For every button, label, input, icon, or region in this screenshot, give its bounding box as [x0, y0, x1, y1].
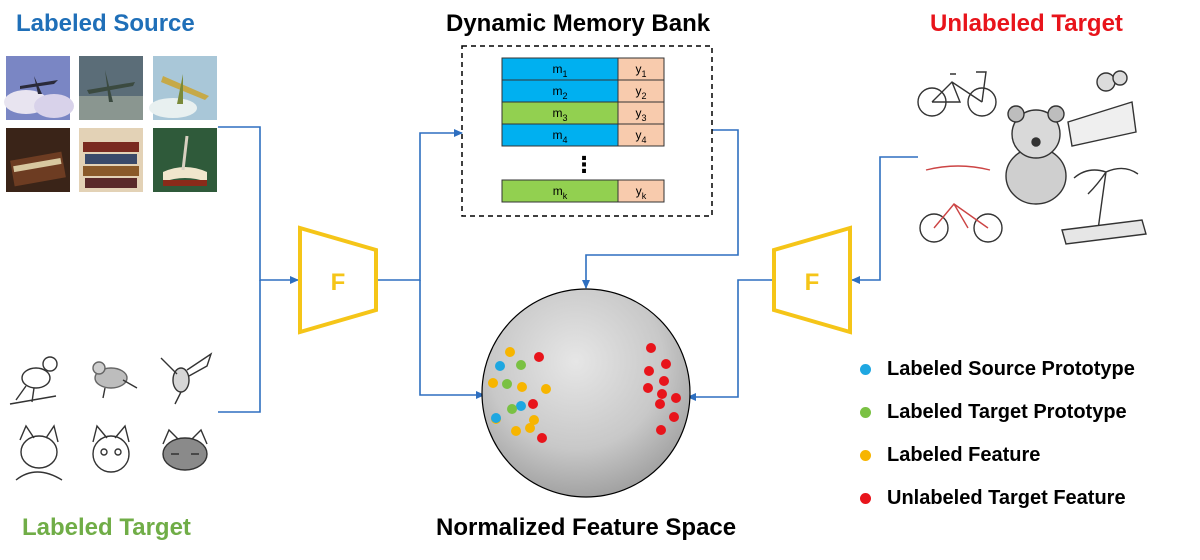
feature-point-unlabeled-target-feature	[657, 389, 667, 399]
encoder-right-label: F	[805, 269, 820, 296]
encoder-left-label: F	[331, 269, 346, 296]
legend-dot	[860, 450, 871, 461]
teddy-bear-sketch	[1005, 105, 1067, 205]
feature-point-labeled-feature	[511, 426, 521, 436]
memory-label-text: y1	[635, 62, 646, 79]
airplane-image-3	[149, 56, 217, 120]
memory-feature-text: m4	[552, 128, 567, 145]
feature-point-labeled-target-prototype	[507, 404, 517, 414]
bicycle-sketch-2	[919, 165, 1003, 243]
legend-dot	[860, 493, 871, 504]
bird-sketch-3	[153, 344, 217, 408]
memory-label-text: y4	[635, 128, 646, 145]
palm-tree-sketch	[1061, 167, 1147, 245]
airplane-image-2	[79, 56, 143, 120]
memory-label-text: yk	[636, 184, 647, 201]
feature-point-unlabeled-target-feature	[655, 399, 665, 409]
connector-lines	[218, 126, 918, 413]
bird-sketch-2	[79, 344, 143, 408]
legend-label: Labeled Target Prototype	[887, 401, 1127, 423]
feature-point-unlabeled-target-feature	[534, 352, 544, 362]
unlabeled-target-images	[917, 70, 1147, 245]
labeled-source-title: Labeled Source	[16, 10, 195, 37]
legend-label: Unlabeled Target Feature	[887, 487, 1126, 509]
memory-ellipsis: ⋮	[573, 153, 595, 178]
cake-sketch	[1067, 70, 1137, 147]
memory-label-text: y2	[635, 84, 646, 101]
feature-point-labeled-source-prototype	[491, 413, 501, 423]
cat-sketch-1	[6, 420, 70, 484]
legend-item: Labeled Target Prototype	[860, 391, 1135, 434]
feature-point-labeled-source-prototype	[516, 401, 526, 411]
feature-points	[488, 343, 681, 443]
bicycle-sketch	[917, 71, 997, 117]
book-image-2	[79, 128, 143, 192]
legend-item: Unlabeled Target Feature	[860, 477, 1135, 520]
bird-sketch-1	[6, 344, 70, 408]
memory-bank-title: Dynamic Memory Bank	[446, 10, 711, 37]
legend-label: Labeled Source Prototype	[887, 358, 1135, 380]
encoder-to-memory-arrow	[378, 129, 463, 281]
feature-space-sphere	[481, 288, 691, 498]
legend-dot	[860, 364, 871, 375]
memory-label-cell	[617, 179, 665, 203]
feature-point-unlabeled-target-feature	[646, 343, 656, 353]
cat-sketch-3	[153, 420, 217, 484]
memory-feature-text: m3	[552, 106, 567, 123]
encoder-to-space-arrow	[419, 280, 485, 399]
source-to-encoder-line	[218, 126, 299, 284]
encoder-right: F	[772, 225, 852, 335]
feature-space-title: Normalized Feature Space	[436, 514, 737, 541]
memory-feature-text: mk	[553, 184, 568, 201]
memory-to-space-arrow	[582, 129, 739, 289]
memory-label-text: y3	[635, 106, 646, 123]
feature-point-unlabeled-target-feature	[669, 412, 679, 422]
encoder-right-to-space-arrow	[687, 279, 772, 401]
feature-point-labeled-target-prototype	[502, 379, 512, 389]
labeled-source-images	[4, 56, 217, 192]
feature-point-labeled-feature	[525, 423, 535, 433]
feature-point-unlabeled-target-feature	[656, 425, 666, 435]
unlabeled-to-encoder-arrow	[851, 156, 918, 284]
feature-point-unlabeled-target-feature	[528, 399, 538, 409]
feature-point-unlabeled-target-feature	[661, 359, 671, 369]
feature-point-unlabeled-target-feature	[659, 376, 669, 386]
encoder-left: F	[298, 225, 378, 335]
book-image-3	[153, 128, 217, 192]
feature-point-unlabeled-target-feature	[671, 393, 681, 403]
airplane-image-1	[4, 56, 74, 120]
memory-label-cell	[617, 123, 665, 147]
labeled-target-title: Labeled Target	[22, 514, 191, 541]
feature-point-unlabeled-target-feature	[644, 366, 654, 376]
memory-feature-text: m1	[552, 62, 567, 79]
feature-point-unlabeled-target-feature	[643, 383, 653, 393]
feature-point-labeled-source-prototype	[495, 361, 505, 371]
legend-item: Labeled Feature	[860, 434, 1135, 477]
memory-bank-box	[461, 45, 713, 217]
feature-point-labeled-feature	[517, 382, 527, 392]
legend-item: Labeled Source Prototype	[860, 348, 1135, 391]
memory-bank-table: m1 y1 m2 y2 m3 y3 m4 y4 ⋮ mk yk	[501, 57, 665, 203]
memory-feature-text: m2	[552, 84, 567, 101]
unlabeled-target-title: Unlabeled Target	[930, 10, 1123, 37]
legend-dot	[860, 407, 871, 418]
legend-label: Labeled Feature	[887, 444, 1041, 466]
labeled-target-images	[6, 344, 217, 484]
cat-sketch-2	[79, 420, 143, 484]
target-to-encoder-line	[218, 280, 261, 413]
feature-point-labeled-feature	[541, 384, 551, 394]
feature-point-labeled-feature	[488, 378, 498, 388]
book-image-1	[6, 128, 70, 192]
feature-point-labeled-feature	[529, 415, 539, 425]
feature-point-labeled-feature	[505, 347, 515, 357]
feature-point-labeled-target-prototype	[516, 360, 526, 370]
feature-point-unlabeled-target-feature	[537, 433, 547, 443]
